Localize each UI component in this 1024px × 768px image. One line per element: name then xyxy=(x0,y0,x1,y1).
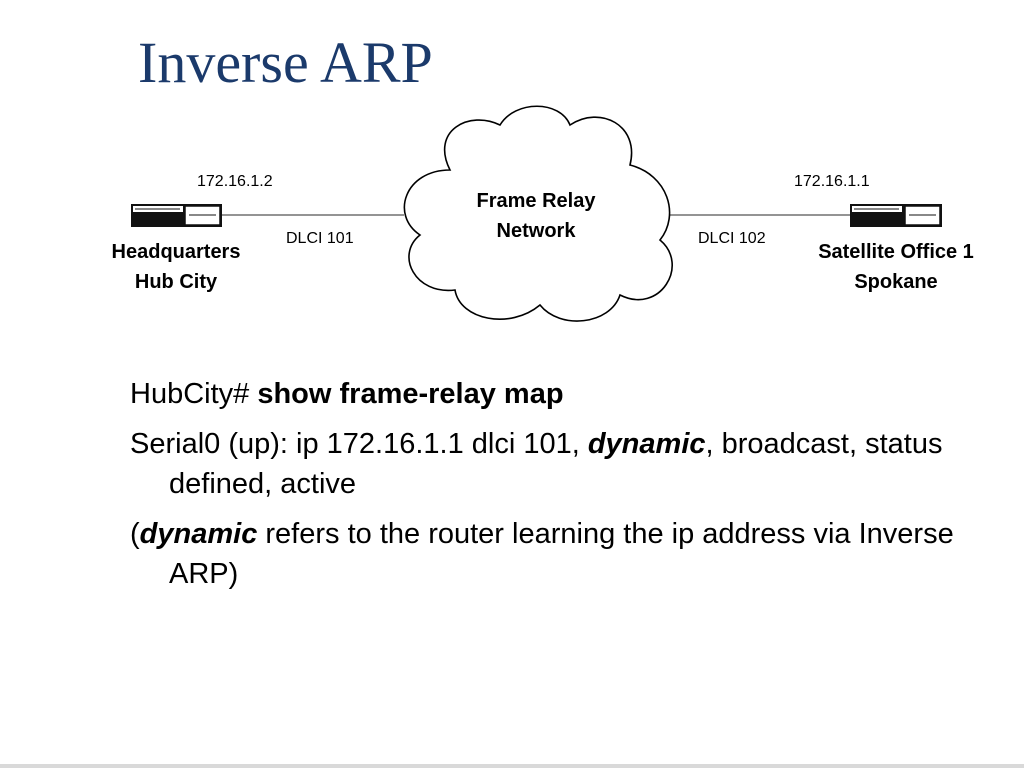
bottom-rule xyxy=(0,764,1024,768)
cloud-label: Frame Relay Network xyxy=(446,186,626,246)
slide-body: HubCity# show frame-relay map Serial0 (u… xyxy=(130,374,1010,604)
router-icon-left xyxy=(131,204,222,227)
cloud-icon xyxy=(403,105,673,322)
right-dlci-label: DLCI 102 xyxy=(698,230,766,247)
slide-title: Inverse ARP xyxy=(138,30,433,95)
explanation-text: refers to the router learning the ip add… xyxy=(169,518,954,590)
left-site-line1: Headquarters xyxy=(111,241,241,263)
output-text-end: , broadcast, status defined, active xyxy=(169,428,943,500)
output-text-start: Serial0 (up): ip 172.16.1.1 dlci 101, xyxy=(130,428,588,460)
right-site-line1: Satellite Office 1 xyxy=(818,241,974,263)
dynamic-keyword-explain: dynamic xyxy=(139,518,258,550)
explanation-open-paren: ( xyxy=(130,518,140,550)
right-site-label: Satellite Office 1 Spokane xyxy=(796,237,996,297)
left-site-label: Headquarters Hub City xyxy=(86,237,266,297)
command-line: HubCity# show frame-relay map xyxy=(130,374,1010,414)
right-site-line2: Spokane xyxy=(854,271,938,293)
output-line: Serial0 (up): ip 172.16.1.1 dlci 101, dy… xyxy=(130,424,1010,504)
left-ip-label: 172.16.1.2 xyxy=(197,173,273,190)
left-dlci-label: DLCI 101 xyxy=(286,230,354,247)
right-ip-label: 172.16.1.1 xyxy=(794,173,870,190)
dynamic-keyword: dynamic xyxy=(587,428,706,460)
router-icon-right xyxy=(850,204,942,227)
cloud-label-line1: Frame Relay xyxy=(476,190,596,212)
left-site-line2: Hub City xyxy=(134,271,218,293)
command-text: show frame-relay map xyxy=(257,378,564,410)
explanation-line: (dynamic refers to the router learning t… xyxy=(130,514,1010,594)
cloud-label-line2: Network xyxy=(496,220,576,242)
prompt-text: HubCity# xyxy=(130,378,258,410)
